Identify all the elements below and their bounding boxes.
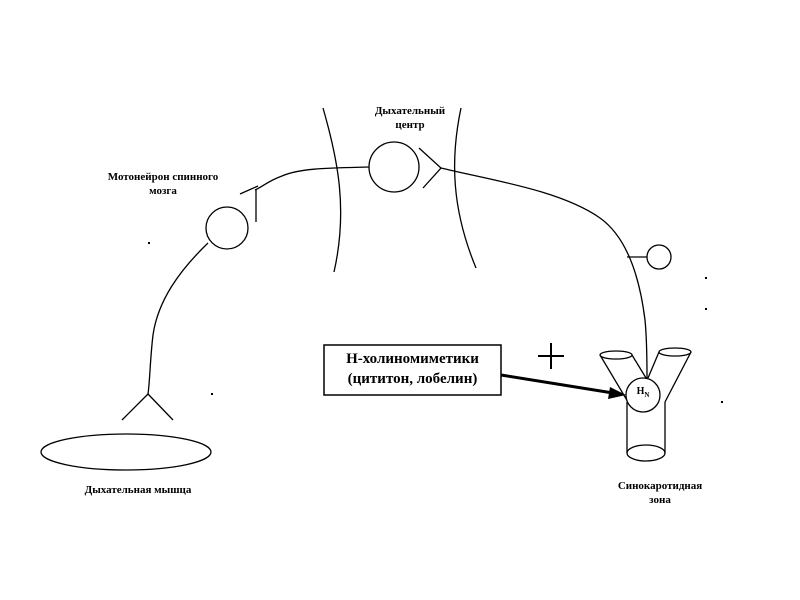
motoneuron-to-muscle-axon xyxy=(148,243,208,394)
agonist-arrow-shaft xyxy=(501,375,613,393)
agonist-box-text: Н-холиномиметики (цититон, лобелин) xyxy=(324,349,501,389)
speck xyxy=(705,277,707,279)
nerve-ending-left xyxy=(122,394,148,420)
resp-center-label-line2: центр xyxy=(355,118,465,132)
resp-muscle-shape xyxy=(41,434,211,470)
agonist-box-line1: Н-холиномиметики xyxy=(324,349,501,369)
agonist-box-line2: (цититон, лобелин) xyxy=(324,369,501,389)
resp-center-label: Дыхательный центр xyxy=(355,104,465,132)
motoneuron-neuron xyxy=(206,207,248,249)
carotid-right-inner xyxy=(648,352,659,378)
carotid-zone-label-line2: зона xyxy=(595,493,725,507)
plus-sign-text: + xyxy=(539,340,565,370)
afferent-synapse xyxy=(419,148,441,188)
motoneuron-label-line1: Мотонейрон спинного xyxy=(88,170,238,184)
carotid-right-branch-opening xyxy=(659,348,691,356)
brainstem-left-boundary xyxy=(323,108,341,272)
brainstem-right-boundary xyxy=(455,108,476,268)
speck xyxy=(211,393,213,395)
speck xyxy=(705,308,707,310)
motoneuron-label: Мотонейрон спинного мозга xyxy=(88,170,238,198)
speck xyxy=(148,242,150,244)
receptor-label: НN xyxy=(629,386,657,401)
center-to-motoneuron-axon xyxy=(255,167,369,190)
carotid-zone-label: Синокаротидная зона xyxy=(595,479,725,507)
carotid-left-inner xyxy=(632,355,646,378)
speck xyxy=(721,401,723,403)
motoneuron-label-line2: мозга xyxy=(88,184,238,198)
carotid-left-branch-opening xyxy=(600,351,632,359)
resp-muscle-label-text: Дыхательная мышца xyxy=(58,483,218,497)
carotid-zone-label-line1: Синокаротидная xyxy=(595,479,725,493)
resp-muscle-label: Дыхательная мышца xyxy=(58,483,218,497)
carotid-trunk-base xyxy=(627,445,665,461)
nerve-ending-right xyxy=(148,394,173,420)
receptor-label-sub: N xyxy=(644,391,649,399)
ganglion-neuron xyxy=(647,245,671,269)
resp-center-label-line1: Дыхательный xyxy=(355,104,465,118)
resp-center-neuron xyxy=(369,142,419,192)
carotid-right-outer xyxy=(665,352,691,402)
